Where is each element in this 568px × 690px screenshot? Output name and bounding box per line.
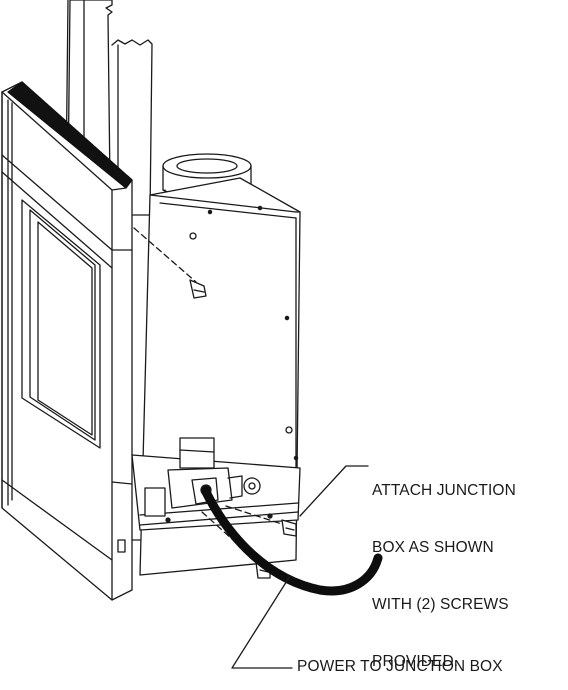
- callout-power-to-junction-box: POWER TO JUNCTION BOX: [297, 658, 503, 675]
- callout-attach-junction-box: ATTACH JUNCTION BOX AS SHOWN WITH (2) SC…: [372, 443, 516, 690]
- callout-line: WITH (2) SCREWS: [372, 596, 509, 613]
- callout-line: ATTACH JUNCTION: [372, 482, 516, 499]
- control-shelf: [131, 437, 301, 531]
- callout-line: PROVIDED.: [372, 653, 459, 670]
- screw-upper: [133, 227, 207, 299]
- callout-leader-power: [231, 575, 293, 669]
- front-surround: [1, 81, 141, 601]
- screw-junction-right: [225, 505, 297, 537]
- power-cable: [201, 487, 383, 596]
- callout-line: BOX AS SHOWN: [372, 539, 494, 556]
- callout-leader-junction: [299, 465, 369, 517]
